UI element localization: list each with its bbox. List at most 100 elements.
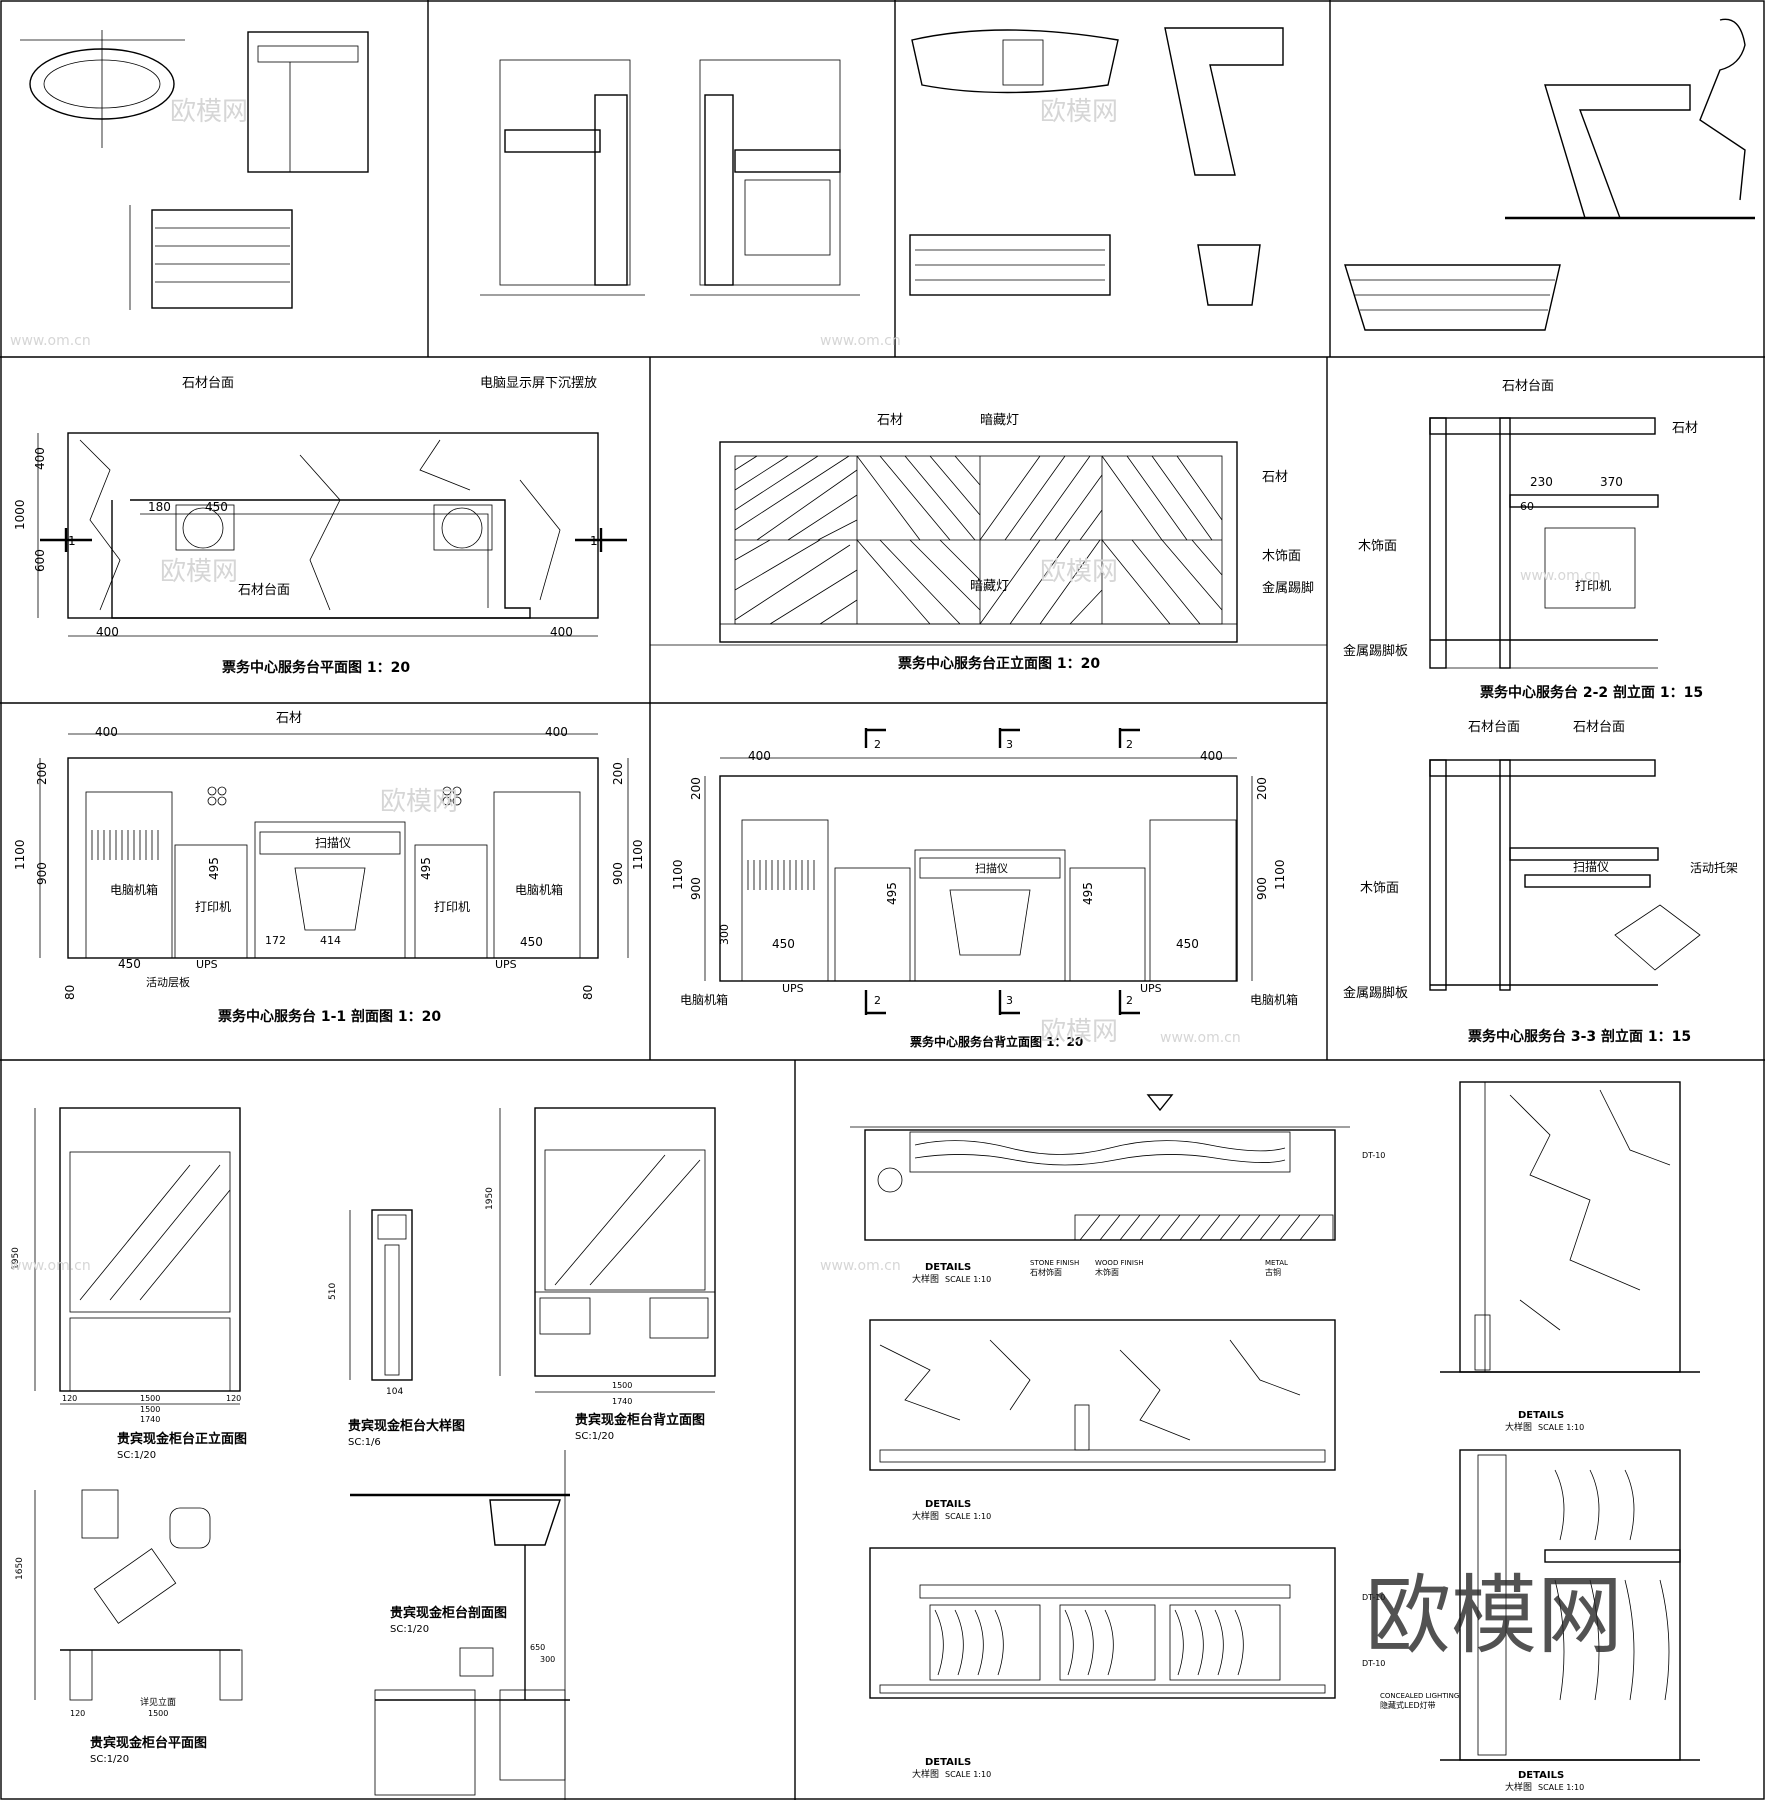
- plan-dim-400-v: 400: [33, 447, 47, 470]
- back-label-pc-r: 电脑机箱: [1250, 992, 1298, 1007]
- ticket-33-title: 票务中心服务台 3-3 剖立面 1：15: [1468, 1028, 1691, 1045]
- watermark-url-2: www.om.cn: [820, 333, 901, 349]
- s11-dim-200-l: 200: [35, 762, 49, 785]
- details-2b-drawing: [850, 1094, 1350, 1241]
- s11-label-ups-r: UPS: [495, 958, 517, 971]
- plan-dim-450: 450: [205, 500, 228, 514]
- s11-label-pc-l: 电脑机箱: [110, 882, 158, 897]
- plan-dim-1000: 1000: [13, 499, 27, 530]
- back-mark-top-1: 2: [874, 738, 881, 751]
- s11-dim-495-l: 495: [207, 857, 221, 880]
- s22-label-stone-top: 石材台面: [1502, 379, 1554, 394]
- back-mark-bot-2: 3: [1006, 994, 1013, 1007]
- back-dim-400-r: 400: [1200, 749, 1223, 763]
- back-dim-450-l: 450: [772, 937, 795, 951]
- vip-detail-title: 贵宾现金柜台大样图: [348, 1418, 465, 1434]
- front-label-wood: 木饰面: [1262, 549, 1301, 564]
- s11-label-scanner: 扫描仪: [315, 836, 351, 850]
- s11-dim-80-l: 80: [63, 985, 77, 1000]
- details-b-title: DETAILS: [925, 1757, 971, 1768]
- panel-cashier-plan: [20, 30, 369, 310]
- back-dim-1100-l: 1100: [671, 859, 685, 890]
- vip-front-dim-120-l: 120: [62, 1394, 77, 1403]
- vip-back-dim-1500: 1500: [612, 1381, 632, 1390]
- panel-cashier-sections: [480, 59, 860, 296]
- vip-plan-scale: SC:1/20: [90, 1754, 129, 1765]
- details-2b-sub: 大样图: [912, 1273, 939, 1285]
- details-2b-tag-wood: WOOD FINISH: [1095, 1259, 1144, 1267]
- details-b-sub: 大样图: [912, 1768, 939, 1780]
- vip-front-dim-1740: 1740: [140, 1415, 160, 1424]
- front-label-metal-kick: 金属踢脚: [1262, 580, 1314, 596]
- details-callout-dt10-1: DT-10: [1362, 1151, 1385, 1160]
- watermark-faint-4: 欧模网: [1040, 557, 1118, 587]
- plan-label-monitor: 电脑显示屏下沉摆放: [480, 376, 597, 391]
- vip-front-title: 贵宾现金柜台正立面图: [117, 1431, 247, 1447]
- panel-desk-with-figure: [1344, 18, 1755, 331]
- details-c-title: DETAILS: [1518, 1410, 1564, 1421]
- vip-plan-note: 详见立面: [140, 1696, 176, 1708]
- details-a-sub: 大样图: [912, 1510, 939, 1522]
- vip-section-title: 贵宾现金柜台剖面图: [390, 1605, 507, 1621]
- front-label-stone: 石材: [877, 413, 903, 428]
- s22-label-kick: 金属踢脚板: [1343, 643, 1408, 659]
- back-dim-200-l: 200: [689, 777, 703, 800]
- s33-label-scanner: 扫描仪: [1573, 860, 1609, 874]
- details-c-sub: 大样图: [1505, 1421, 1532, 1433]
- details-d-title: DETAILS: [1518, 1770, 1564, 1781]
- s22-label-printer: 打印机: [1575, 579, 1611, 593]
- back-label-ups-l: UPS: [782, 982, 804, 995]
- s22-label-stone: 石材: [1672, 421, 1698, 436]
- s22-label-wood: 木饰面: [1358, 539, 1397, 554]
- vip-section-dim-650: 650: [530, 1643, 545, 1652]
- ticket-front-drawing: [719, 441, 1238, 643]
- plan-dim-400-r: 400: [550, 625, 573, 639]
- details-d-scale: SCALE 1:10: [1538, 1783, 1584, 1792]
- ticket-back-title: 票务中心服务台背立面图 1：20: [910, 1034, 1083, 1049]
- details-2b-tag-metal: METAL: [1265, 1259, 1288, 1267]
- watermark-faint-2: 欧模网: [1040, 97, 1118, 127]
- details-c-drawing: [1440, 1081, 1700, 1373]
- s11-dim-900-r: 900: [611, 862, 625, 885]
- top-row-drawings: [20, 18, 1755, 331]
- plan-label-stone-top: 石材台面: [182, 376, 234, 391]
- plan-dim-600: 600: [33, 549, 47, 572]
- ticket-22-title: 票务中心服务台 2-2 剖立面 1：15: [1480, 684, 1703, 701]
- s11-dim-1100-l: 1100: [13, 839, 27, 870]
- watermark-url-5: www.om.cn: [10, 1258, 91, 1274]
- watermarks: 欧模网 欧模网 欧模网 欧模网 欧模网 欧模网 www.om.cn www.om…: [10, 97, 1623, 1666]
- watermark-faint-6: 欧模网: [1040, 1017, 1118, 1047]
- back-dim-400-l: 400: [748, 749, 771, 763]
- vip-back-drawing: [499, 1107, 716, 1393]
- ticket-22-drawing: [1429, 417, 1659, 669]
- vip-back-dim-1950: 1950: [485, 1187, 495, 1210]
- s22-dim-370: 370: [1600, 475, 1623, 489]
- ticket-11-drawing: [39, 733, 629, 959]
- panel-curved-desk: [909, 27, 1284, 306]
- vip-front-scale: SC:1/20: [117, 1450, 156, 1461]
- vip-section-drawing: [350, 1450, 570, 1800]
- back-mark-top-3: 2: [1126, 738, 1133, 751]
- s11-dim-450-r: 450: [520, 935, 543, 949]
- s11-label-printer-l: 打印机: [195, 900, 231, 914]
- details-a-scale: SCALE 1:10: [945, 1512, 991, 1521]
- plan-dim-180: 180: [148, 500, 171, 514]
- s11-dim-172: 172: [265, 934, 286, 947]
- watermark-brand-large: 欧模网: [1365, 1566, 1623, 1666]
- back-dim-495-l: 495: [885, 882, 899, 905]
- details-d-drawing: [1440, 1449, 1700, 1761]
- s11-label-shelf: 活动层板: [146, 975, 190, 989]
- details-2b-tag-stone-cn: 石材饰面: [1030, 1267, 1062, 1277]
- s11-dim-200-r: 200: [611, 762, 625, 785]
- back-mark-bot-3: 2: [1126, 994, 1133, 1007]
- back-dim-495-r: 495: [1081, 882, 1095, 905]
- back-dim-900-l: 900: [689, 877, 703, 900]
- watermark-faint-3: 欧模网: [160, 557, 238, 587]
- back-label-scanner: 扫描仪: [975, 861, 1008, 875]
- vip-plan-title: 贵宾现金柜台平面图: [90, 1735, 207, 1751]
- details-a-drawing: [869, 1319, 1336, 1471]
- details-callout-dt10-3: DT-10: [1362, 1659, 1385, 1668]
- back-dim-450-r: 450: [1176, 937, 1199, 951]
- back-label-pc-l: 电脑机箱: [680, 992, 728, 1007]
